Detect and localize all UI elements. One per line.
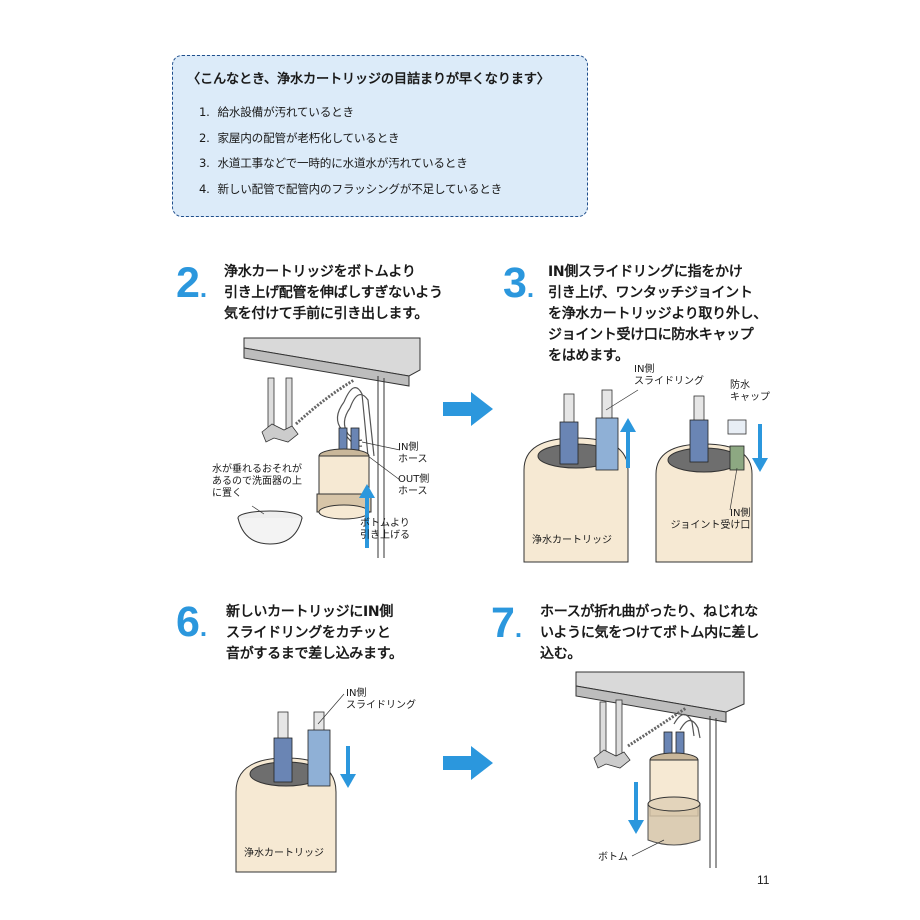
step-3-text: IN側スライドリングに指をかけ 引き上げ、ワンタッチジョイント を浄水カートリッ…: [548, 264, 767, 364]
label-cartridge: 浄水カートリッジ: [532, 535, 612, 546]
label-in-hose: IN側ホース: [398, 442, 428, 465]
flow-arrow-icon: [443, 392, 493, 426]
step-6-illustration: [235, 693, 356, 873]
label-in-slide-ring: IN側スライドリング: [346, 688, 416, 711]
label-basin-note: 水が垂れるおそれがあるので洗面器の上に置く: [212, 464, 302, 499]
notice-title: 〈こんなとき、浄水カートリッジの目詰まりが早くなります〉: [187, 72, 550, 87]
label-joint-port: IN側ジョイント受け口: [670, 508, 751, 531]
step-7-illustration: [575, 671, 745, 868]
list-item: 2. 家屋内の配管が老朽化しているとき: [199, 130, 400, 145]
step-7-number: 7.: [491, 599, 523, 647]
step-2-text: 浄水カートリッジをボトムより 引き上げ配管を伸ばしすぎないよう 気を付けて手前に…: [224, 264, 443, 322]
label-in-slide-ring: IN側スライドリング: [634, 364, 704, 387]
list-item: 3. 水道工事などで一時的に水道水が汚れているとき: [199, 156, 468, 170]
step-3-number: 3.: [503, 259, 535, 307]
step-6-text: 新しいカートリッジにIN側 スライドリングをカチッと 音がするまで差し込みます。: [226, 604, 403, 662]
list-item: 4. 新しい配管で配管内のフラッシングが不足しているとき: [199, 181, 502, 196]
page-number: 11: [757, 873, 770, 887]
notice-list: 1. 給水設備が汚れているとき 2. 家屋内の配管が老朽化しているとき 3. 水…: [199, 104, 502, 206]
label-pull-up: ボトムより引き上げる: [360, 518, 410, 541]
step-7-text: ホースが折れ曲がったり、ねじれな いように気をつけてボトム内に差し 込む。: [540, 604, 759, 662]
step-3-illustration: [523, 389, 768, 563]
list-item: 1. 給水設備が汚れているとき: [199, 105, 354, 119]
label-cartridge: 浄水カートリッジ: [244, 848, 324, 859]
step-2-number: 2.: [176, 259, 208, 307]
flow-arrow-icon: [443, 746, 493, 780]
step-6-number: 6.: [176, 598, 208, 646]
label-waterproof-cap: 防水キャップ: [730, 380, 770, 403]
label-bottom: ボトム: [598, 852, 628, 863]
step-2-illustration: [237, 337, 421, 558]
label-out-hose: OUT側ホース: [398, 474, 430, 497]
notice-box: 〈こんなとき、浄水カートリッジの目詰まりが早くなります〉 1. 給水設備が汚れて…: [172, 55, 588, 217]
